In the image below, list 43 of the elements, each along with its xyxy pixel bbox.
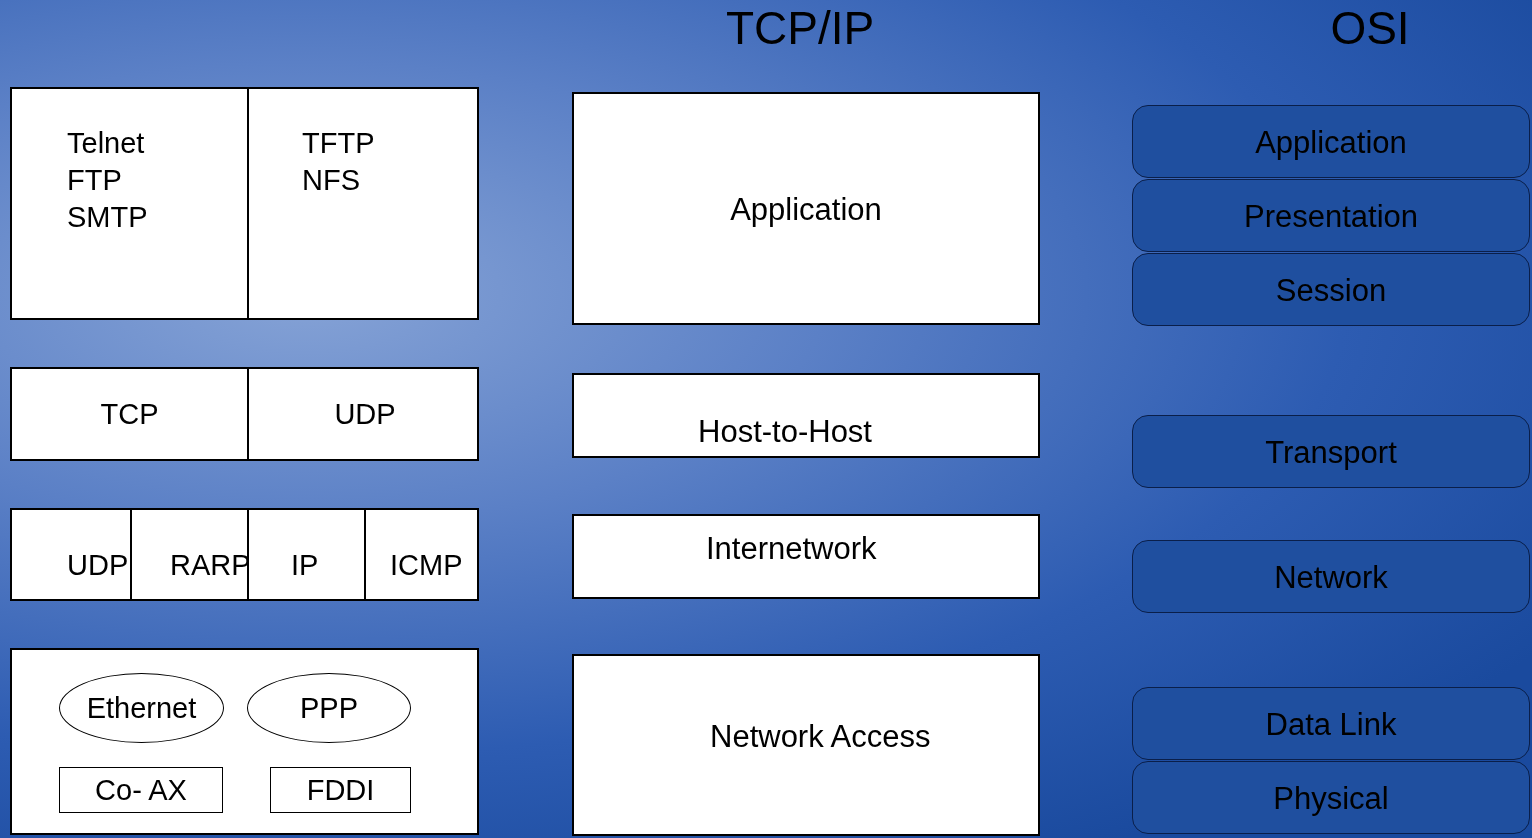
- layer-name: Network: [1274, 558, 1388, 595]
- layer-name: Data Link: [1265, 705, 1397, 742]
- protocol-name: Telnet FTP SMTP: [67, 126, 149, 235]
- osi-layer-box: [1132, 415, 1530, 488]
- layer-name: Host-to-Host: [698, 413, 872, 450]
- column-heading: TCP/IP: [725, 1, 875, 55]
- protocol-name: TCP: [100, 396, 159, 432]
- protocol-name: ICMP: [390, 548, 463, 583]
- tcpip-layer-box: [572, 514, 1040, 599]
- protocol-box: [130, 510, 247, 599]
- osi-layer-box: [1132, 105, 1530, 178]
- tcpip-layer-box: [572, 373, 1040, 458]
- protocol-name: IP: [291, 548, 319, 583]
- osi-layer-box: [1132, 687, 1530, 760]
- layer-name: Internetwork: [706, 530, 877, 567]
- protocol-box: [270, 767, 411, 813]
- protocol-name: PPP: [300, 690, 358, 726]
- layer-box: [10, 508, 479, 601]
- layer-name: Transport: [1265, 433, 1397, 470]
- layer-name: Application: [730, 190, 882, 227]
- layer-box: [10, 648, 479, 835]
- protocol-name: RARP: [170, 548, 251, 583]
- tcpip-layer-box: [572, 92, 1040, 325]
- layer-name: Presentation: [1243, 197, 1419, 234]
- osi-layer-box: [1132, 540, 1530, 613]
- protocol-name: TFTP NFS: [302, 126, 375, 198]
- layer-name: Session: [1275, 271, 1387, 308]
- layer-name: Physical: [1273, 779, 1389, 816]
- protocol-box: [59, 767, 223, 813]
- tcpip-layer-box: [572, 654, 1040, 836]
- osi-layer-box: [1132, 179, 1530, 252]
- protocol-name: UDP: [334, 396, 396, 432]
- osi-layer-box: [1132, 253, 1530, 326]
- protocol-name: Ethernet: [86, 690, 197, 726]
- protocol-name: Co- AX: [95, 772, 187, 808]
- layer-name: Network Access: [710, 718, 931, 755]
- osi-layer-box: [1132, 761, 1530, 834]
- layer-box: [10, 87, 479, 320]
- column-heading: OSI: [1330, 1, 1410, 55]
- layer-box: [10, 367, 479, 461]
- protocol-name: FDDI: [306, 772, 375, 808]
- protocol-name: UDP: [67, 548, 129, 583]
- layer-name: Application: [1255, 123, 1407, 160]
